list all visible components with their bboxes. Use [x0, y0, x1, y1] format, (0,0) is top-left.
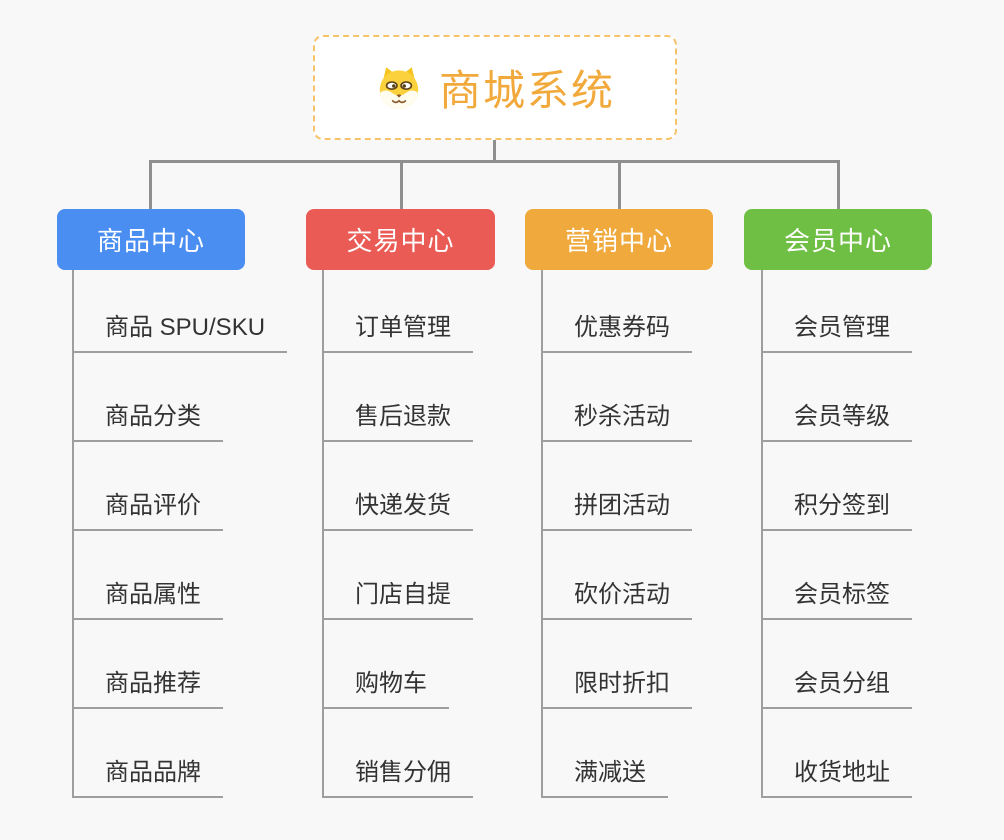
list-item: 会员分组	[763, 620, 912, 709]
list-item: 商品推荐	[74, 620, 287, 709]
list-item: 购物车	[324, 620, 473, 709]
topic-label[interactable]: 购物车	[324, 663, 449, 709]
topic-label[interactable]: 商品属性	[74, 574, 223, 620]
list-item: 秒杀活动	[543, 353, 692, 442]
list-item: 商品评价	[74, 442, 287, 531]
root-title: 商城系统	[438, 67, 615, 114]
list-item: 商品属性	[74, 531, 287, 620]
list-item: 会员标签	[763, 531, 912, 620]
connector-drop	[618, 160, 621, 210]
topic-label[interactable]: 商品品牌	[74, 752, 223, 798]
branch-node-trade-center[interactable]: 交易中心	[306, 209, 495, 270]
topic-label[interactable]: 售后退款	[324, 396, 473, 442]
branch-label: 交易中心	[346, 226, 455, 256]
branch-label: 会员中心	[783, 226, 892, 256]
branch-node-member-center[interactable]: 会员中心	[744, 209, 932, 270]
list-item: 商品分类	[74, 353, 287, 442]
list-item: 收货地址	[763, 709, 912, 798]
list-item: 砍价活动	[543, 531, 692, 620]
topic-label[interactable]: 砍价活动	[543, 574, 692, 620]
topic-label[interactable]: 会员分组	[763, 663, 912, 709]
connector-horizontal-bar	[149, 160, 840, 163]
topic-label[interactable]: 商品分类	[74, 396, 223, 442]
topic-label[interactable]: 商品 SPU/SKU	[74, 307, 288, 353]
branch-children-trade-center: 订单管理 售后退款 快递发货 门店自提 购物车 销售分佣	[322, 264, 473, 798]
list-item: 快递发货	[324, 442, 473, 531]
topic-label[interactable]: 商品推荐	[74, 663, 223, 709]
topic-label[interactable]: 积分签到	[763, 485, 912, 531]
shiba-dog-icon	[375, 64, 423, 112]
topic-label[interactable]: 订单管理	[324, 307, 473, 353]
branch-children-member-center: 会员管理 会员等级 积分签到 会员标签 会员分组 收货地址	[761, 264, 912, 798]
topic-label[interactable]: 秒杀活动	[543, 396, 692, 442]
topic-label[interactable]: 会员标签	[763, 574, 912, 620]
list-item: 订单管理	[324, 264, 473, 353]
connector-root-stub	[493, 138, 496, 163]
branch-node-marketing-center[interactable]: 营销中心	[525, 209, 713, 270]
topic-label[interactable]: 快递发货	[324, 485, 473, 531]
topic-label[interactable]: 优惠券码	[543, 307, 692, 353]
list-item: 满减送	[543, 709, 692, 798]
list-item: 会员等级	[763, 353, 912, 442]
list-item: 积分签到	[763, 442, 912, 531]
list-item: 限时折扣	[543, 620, 692, 709]
topic-label[interactable]: 会员等级	[763, 396, 912, 442]
topic-label[interactable]: 收货地址	[763, 752, 912, 798]
list-item: 销售分佣	[324, 709, 473, 798]
list-item: 门店自提	[324, 531, 473, 620]
branch-children-product-center: 商品 SPU/SKU 商品分类 商品评价 商品属性 商品推荐 商品品牌	[72, 264, 288, 798]
list-item: 优惠券码	[543, 264, 692, 353]
list-item: 商品品牌	[74, 709, 287, 798]
list-item: 商品 SPU/SKU	[74, 264, 288, 353]
branch-node-product-center[interactable]: 商品中心	[57, 209, 245, 270]
branch-label: 营销中心	[564, 226, 673, 256]
topic-label[interactable]: 限时折扣	[543, 663, 692, 709]
topic-label[interactable]: 门店自提	[324, 574, 473, 620]
topic-label[interactable]: 满减送	[543, 752, 668, 798]
list-item: 会员管理	[763, 264, 912, 353]
connector-drop	[837, 160, 840, 210]
topic-label[interactable]: 商品评价	[74, 485, 223, 531]
branch-children-marketing-center: 优惠券码 秒杀活动 拼团活动 砍价活动 限时折扣 满减送	[541, 264, 692, 798]
list-item: 拼团活动	[543, 442, 692, 531]
topic-label[interactable]: 会员管理	[763, 307, 912, 353]
connector-drop	[400, 160, 403, 210]
topic-label[interactable]: 拼团活动	[543, 485, 692, 531]
topic-label[interactable]: 销售分佣	[324, 752, 473, 798]
connector-drop	[149, 160, 152, 210]
root-node[interactable]: 商城系统	[313, 35, 677, 140]
list-item: 售后退款	[324, 353, 473, 442]
branch-label: 商品中心	[96, 226, 205, 256]
